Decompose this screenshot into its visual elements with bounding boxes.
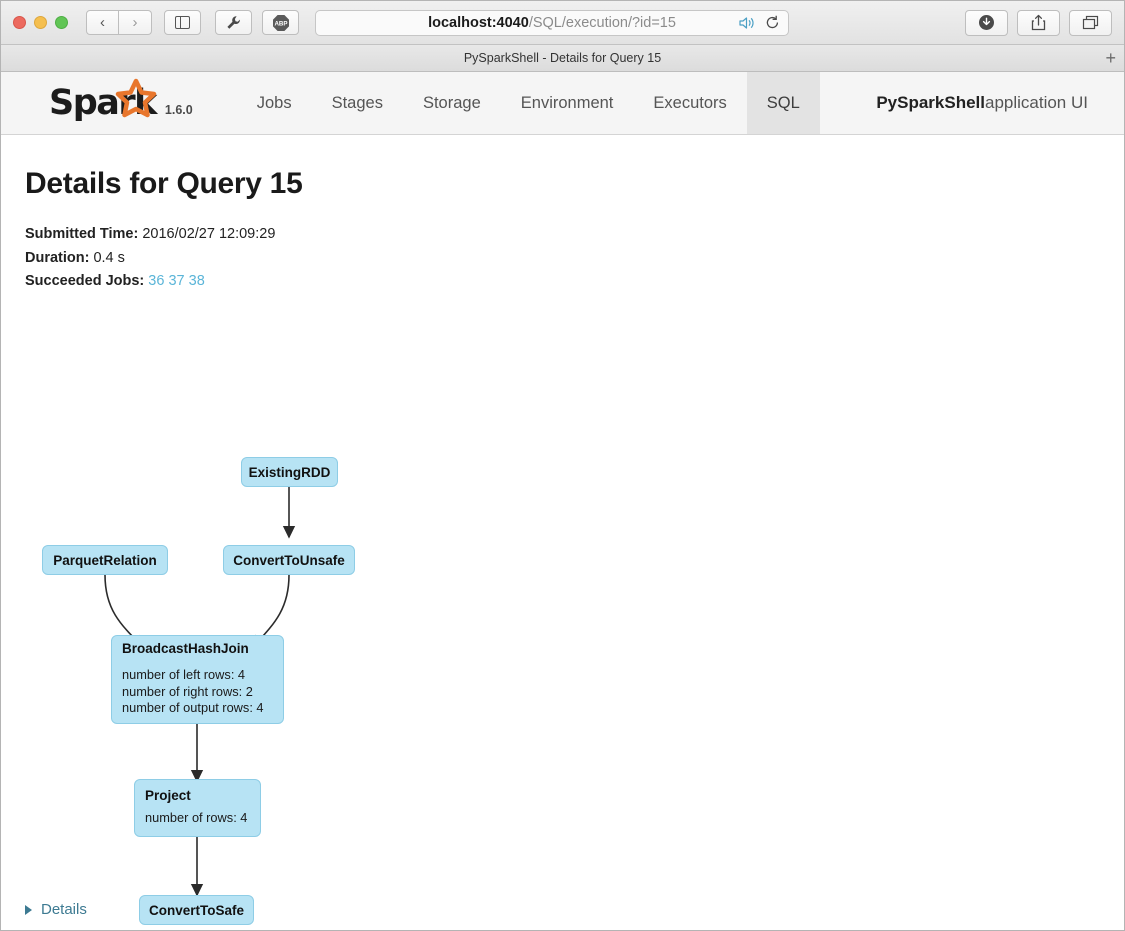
details-link[interactable]: Details [41, 901, 87, 918]
new-tab-button[interactable]: + [1105, 48, 1116, 68]
application-ui-suffix: application UI [984, 93, 1088, 112]
dag-node-metric: number of right rows: 2 [122, 683, 253, 699]
dag-node-label: BroadcastHashJoin [122, 641, 249, 657]
dag-node-metric: number of rows: 4 [145, 810, 248, 826]
minimize-window-button[interactable] [34, 16, 47, 29]
triangle-right-icon [25, 904, 32, 915]
chevron-left-icon: ‹ [100, 14, 105, 31]
succeeded-jobs-label: Succeeded Jobs: [25, 273, 145, 289]
nav-item-sql[interactable]: SQL [746, 72, 820, 134]
url-text: localhost:4040/SQL/execution/?id=15 [428, 15, 676, 31]
dag-node-metric: number of left rows: 4 [122, 667, 246, 683]
show-sidebar-button[interactable] [164, 10, 201, 35]
application-name: PySparkShell [876, 93, 985, 112]
browser-toolbar: ‹ › ABP localhost:4040/SQL [1, 1, 1124, 45]
sidebar-icon [175, 16, 190, 29]
duration-label: Duration: [25, 249, 90, 266]
share-button[interactable] [1017, 9, 1060, 36]
url-path: /SQL/execution/?id=15 [528, 14, 676, 31]
application-ui-title: PySparkShell application UI [876, 72, 1124, 134]
dag-node-metrics: number of left rows: 4 number of right r… [122, 667, 264, 717]
forward-button[interactable]: › [119, 10, 152, 35]
job-link-37[interactable]: 37 [168, 273, 185, 289]
dag-node-converttosafe[interactable]: ConvertToSafe [139, 895, 254, 925]
maximize-window-button[interactable] [55, 16, 68, 29]
dag-node-parquetrelation[interactable]: ParquetRelation [42, 545, 168, 575]
navigation-buttons: ‹ › [86, 10, 152, 35]
submitted-time-value: 2016/02/27 12:09:29 [138, 226, 276, 242]
reader-speaker-icon[interactable] [739, 16, 755, 30]
close-window-button[interactable] [13, 16, 26, 29]
nav-item-jobs[interactable]: Jobs [256, 93, 292, 112]
developer-tools-button[interactable] [215, 10, 252, 35]
dag-node-label: ParquetRelation [53, 552, 157, 568]
dag-node-label: ExistingRDD [248, 464, 331, 480]
nav-item-stages[interactable]: Stages [331, 93, 383, 112]
svg-text:ABP: ABP [274, 20, 287, 27]
back-button[interactable]: ‹ [86, 10, 119, 35]
address-bar-icons [739, 15, 780, 30]
dag-node-broadcasthashjoin[interactable]: BroadcastHashJoin number of left rows: 4… [111, 635, 284, 724]
share-icon [1031, 14, 1046, 31]
submitted-time-label: Submitted Time: [25, 226, 139, 242]
nav-item-environment[interactable]: Environment [520, 93, 614, 112]
dag-node-label: ConvertToSafe [149, 902, 245, 918]
chevron-right-icon: › [132, 14, 138, 31]
active-tab-title[interactable]: PySparkShell - Details for Query 15 [463, 51, 662, 65]
url-host: localhost:4040 [428, 14, 529, 31]
reload-icon[interactable] [765, 15, 780, 30]
dag-node-metric: number of output rows: 4 [122, 700, 264, 716]
download-icon [979, 15, 994, 30]
spark-navbar: Spark 1.6.0 Jobs Stages Storage Environm… [1, 72, 1124, 135]
duration-row: Duration: 0.4 s [25, 247, 275, 271]
nav-item-executors[interactable]: Executors [653, 93, 727, 112]
dag-node-existingrdd[interactable]: ExistingRDD [241, 457, 338, 487]
spark-star-icon [115, 78, 157, 118]
job-link-38[interactable]: 38 [188, 273, 205, 289]
spark-nav-links: Jobs Stages Storage Environment Executor… [237, 72, 820, 134]
wrench-icon [226, 15, 240, 29]
adblock-plus-button[interactable]: ABP [262, 10, 299, 35]
duration-value: 0.4 s [89, 249, 125, 266]
spark-version: 1.6.0 [164, 103, 193, 117]
page-title: Details for Query 15 [25, 167, 303, 200]
query-plan-dag: ExistingRDD ParquetRelation ConvertToUns… [1, 305, 1124, 925]
window-traffic-lights [1, 16, 68, 29]
dag-node-converttounsafe[interactable]: ConvertToUnsafe [223, 545, 355, 575]
toolbar-right-buttons [965, 9, 1124, 36]
nav-item-storage[interactable]: Storage [422, 93, 481, 112]
succeeded-jobs-row: Succeeded Jobs: 36 37 38 [25, 270, 275, 294]
adblock-icon: ABP [272, 14, 289, 31]
spark-logo[interactable]: Spark 1.6.0 [1, 72, 193, 134]
dag-node-label: Project [145, 788, 191, 804]
submitted-time-row: Submitted Time: 2016/02/27 12:09:29 [25, 223, 275, 247]
job-link-36[interactable]: 36 [148, 273, 165, 289]
dag-node-label: ConvertToUnsafe [233, 552, 345, 568]
query-metadata: Submitted Time: 2016/02/27 12:09:29 Dura… [25, 223, 275, 294]
dag-node-metrics: number of rows: 4 [145, 810, 247, 827]
tab-bar: PySparkShell - Details for Query 15 + [1, 45, 1124, 72]
tabs-overview-icon [1082, 15, 1099, 30]
details-toggle[interactable]: Details [25, 901, 87, 918]
page-content: Details for Query 15 Submitted Time: 201… [1, 135, 1124, 930]
downloads-button[interactable] [965, 9, 1008, 36]
dag-node-project[interactable]: Project number of rows: 4 [134, 779, 261, 837]
tabs-overview-button[interactable] [1069, 9, 1112, 36]
address-bar[interactable]: localhost:4040/SQL/execution/?id=15 [315, 9, 789, 36]
